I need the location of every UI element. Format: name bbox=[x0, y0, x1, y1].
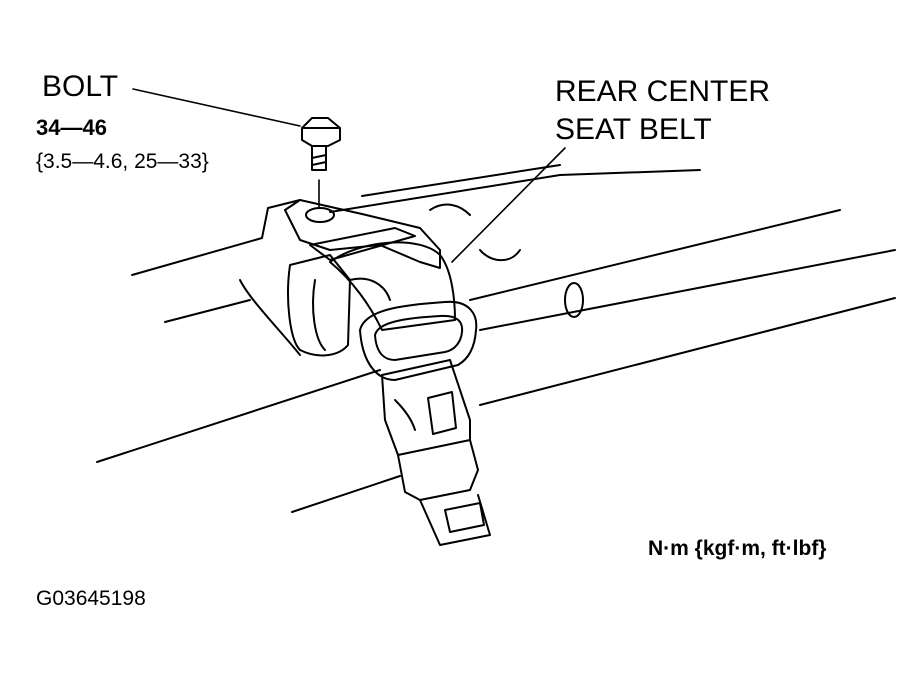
tongue-plate bbox=[381, 359, 491, 546]
frame-lines bbox=[96, 164, 896, 513]
bolt-label: BOLT bbox=[42, 70, 119, 103]
belt-webbing bbox=[309, 227, 456, 331]
retractor-body bbox=[287, 254, 391, 357]
bolt-icon bbox=[301, 117, 341, 209]
mount-bracket bbox=[284, 199, 584, 318]
belt-label-line1: REAR CENTER bbox=[555, 75, 771, 108]
leader-lines bbox=[132, 88, 566, 263]
figure-code: G03645198 bbox=[36, 587, 146, 610]
bolt-torque-alt: {3.5—4.6, 25—33} bbox=[36, 150, 209, 173]
bolt-torque-nm: 34—46 bbox=[36, 115, 107, 140]
belt-label-line2: SEAT BELT bbox=[555, 113, 712, 146]
buckle-loop bbox=[359, 300, 478, 381]
units-note: N·m {kgf·m, ft·lbf} bbox=[648, 537, 827, 560]
